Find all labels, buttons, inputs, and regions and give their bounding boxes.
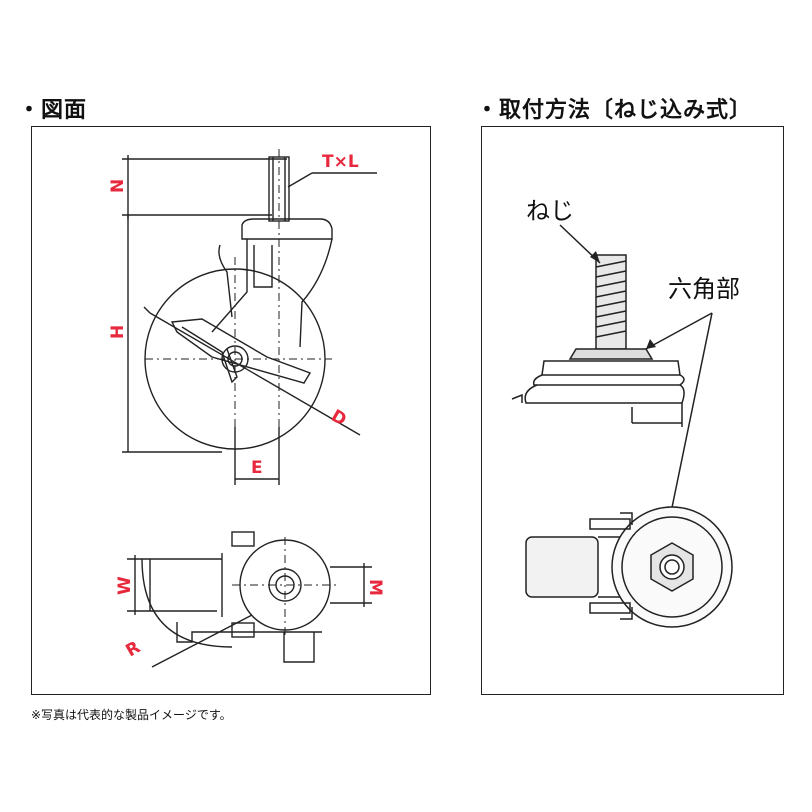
- drawing-panel: T×L N H D E W M R: [31, 126, 431, 695]
- mounting-panel: ねじ 六角部: [481, 126, 784, 695]
- dim-label-e: E: [251, 458, 263, 478]
- callout-screw: ねじ: [526, 197, 574, 225]
- drawing-heading: ・図面: [18, 98, 88, 123]
- caster-technical-drawing: T×L N H D E W M R: [108, 149, 385, 668]
- dim-label-w: W: [115, 576, 135, 595]
- dim-label-r: R: [123, 637, 144, 661]
- footnote: ※写真は代表的な製品イメージです。: [31, 708, 232, 722]
- callout-hex-part: 六角部: [668, 275, 740, 303]
- dim-label-m: M: [365, 579, 385, 596]
- dim-label-n: N: [108, 179, 128, 193]
- screw-mount-illustration: ねじ 六角部: [511, 197, 740, 628]
- mounting-heading: ・取付方法〔ねじ込み式〕: [476, 98, 753, 123]
- dim-label-h: H: [108, 325, 128, 339]
- dim-label-txl: T×L: [322, 152, 359, 172]
